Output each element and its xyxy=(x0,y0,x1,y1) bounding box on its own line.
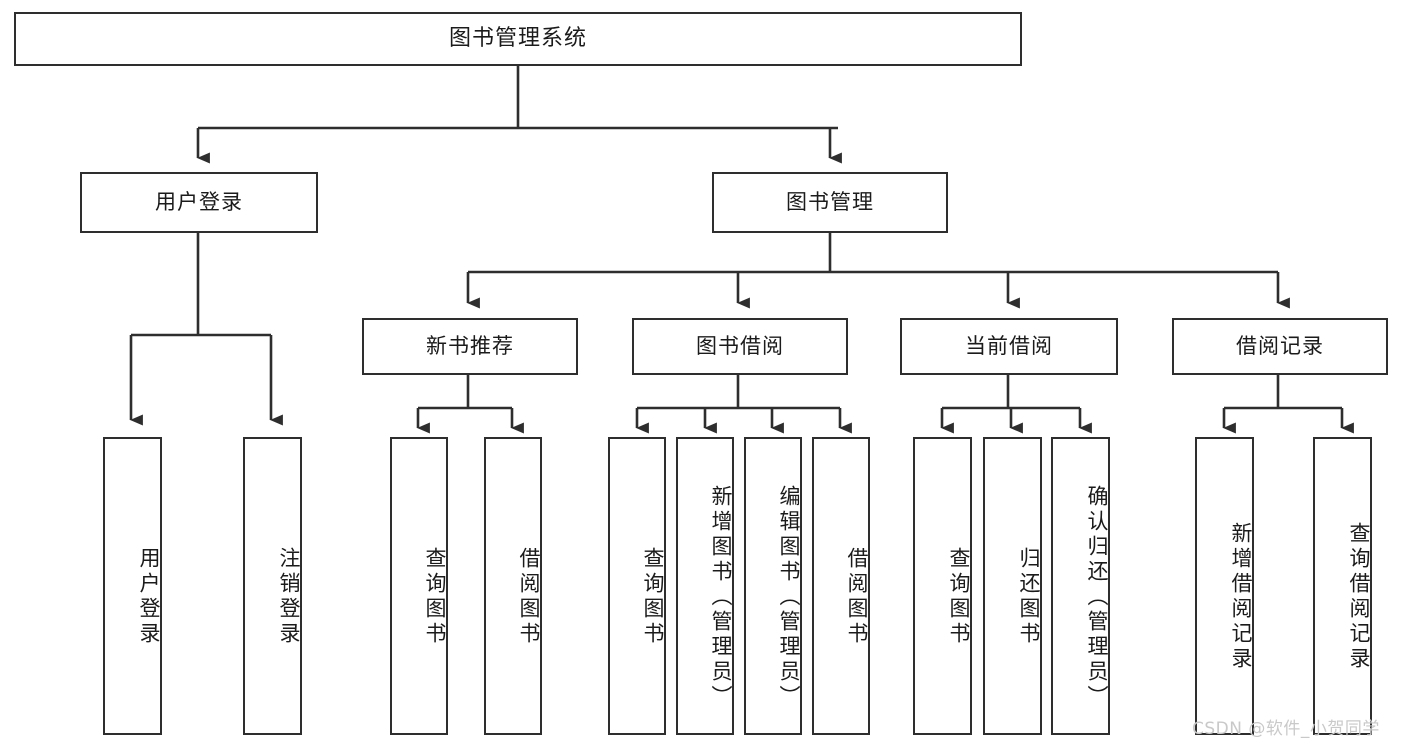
node-label: 借阅图书 xyxy=(517,547,541,647)
leaf-user-login[interactable]: 用户登录 xyxy=(103,437,162,735)
node-label: 借阅图书 xyxy=(845,547,869,647)
node-label: 新书推荐 xyxy=(426,333,514,358)
node-label: 查询图书 xyxy=(423,547,447,647)
leaf-return-book[interactable]: 归还图书 xyxy=(983,437,1042,735)
node-label: 确认归还（管理员） xyxy=(1085,484,1109,710)
leaf-query-book-current[interactable]: 查询图书 xyxy=(913,437,972,735)
leaf-query-borrow-record[interactable]: 查询借阅记录 xyxy=(1313,437,1372,735)
node-label: 注销登录 xyxy=(277,547,301,647)
leaf-query-book-borrow[interactable]: 查询图书 xyxy=(608,437,666,735)
node-label: 编辑图书（管理员） xyxy=(777,484,801,710)
node-root-book-management-system[interactable]: 图书管理系统 xyxy=(14,12,1022,66)
node-book-management[interactable]: 图书管理 xyxy=(712,172,948,233)
node-label: 用户登录 xyxy=(155,189,243,214)
csdn-watermark: CSDN @软件_小贺同学 xyxy=(1192,719,1380,739)
leaf-logout[interactable]: 注销登录 xyxy=(243,437,302,735)
node-new-book-recommend[interactable]: 新书推荐 xyxy=(362,318,578,375)
node-label: 当前借阅 xyxy=(965,333,1053,358)
leaf-add-borrow-record[interactable]: 新增借阅记录 xyxy=(1195,437,1254,735)
node-label: 查询图书 xyxy=(947,547,971,647)
leaf-borrow-book-new-recommend[interactable]: 借阅图书 xyxy=(484,437,542,735)
node-label: 图书管理 xyxy=(786,189,874,214)
node-label: 用户登录 xyxy=(137,547,161,647)
leaf-query-book-new-recommend[interactable]: 查询图书 xyxy=(390,437,448,735)
node-label: 图书管理系统 xyxy=(448,25,587,51)
leaf-borrow-book[interactable]: 借阅图书 xyxy=(812,437,870,735)
node-label: 图书借阅 xyxy=(696,333,784,358)
node-label: 新增图书（管理员） xyxy=(709,484,733,710)
leaf-edit-book-admin[interactable]: 编辑图书（管理员） xyxy=(744,437,802,735)
node-label: 查询借阅记录 xyxy=(1347,522,1371,672)
leaf-confirm-return-admin[interactable]: 确认归还（管理员） xyxy=(1051,437,1110,735)
node-label: 归还图书 xyxy=(1017,547,1041,647)
node-user-login[interactable]: 用户登录 xyxy=(80,172,318,233)
leaf-add-book-admin[interactable]: 新增图书（管理员） xyxy=(676,437,734,735)
node-current-borrow[interactable]: 当前借阅 xyxy=(900,318,1118,375)
node-book-borrow[interactable]: 图书借阅 xyxy=(632,318,848,375)
node-borrow-record[interactable]: 借阅记录 xyxy=(1172,318,1388,375)
node-label: 查询图书 xyxy=(641,547,665,647)
node-label: 借阅记录 xyxy=(1236,333,1324,358)
node-label: 新增借阅记录 xyxy=(1229,522,1253,672)
